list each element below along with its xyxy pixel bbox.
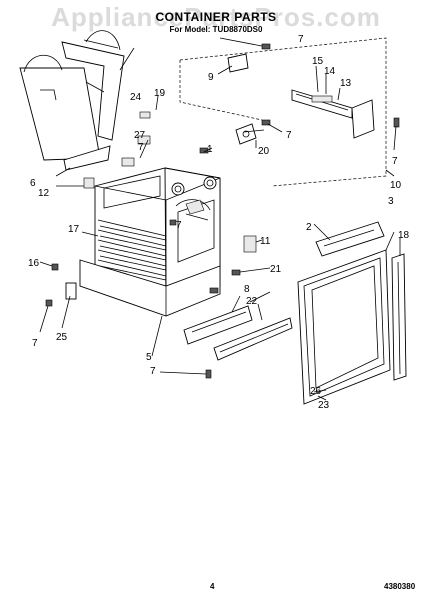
callout-11: 11	[260, 236, 271, 247]
callout-14: 14	[324, 66, 336, 77]
callout-27: 27	[134, 130, 146, 141]
door-panel-part	[297, 249, 407, 405]
callout-7a: 7	[138, 142, 144, 153]
fastener-parts-left	[45, 111, 151, 307]
callout-7d: 7	[32, 338, 38, 349]
diagram-subtitle: For Model: TUD8870DS0	[169, 25, 263, 34]
callout-1: 1	[207, 144, 213, 155]
door-handle-part	[315, 221, 385, 257]
compactor-bag-part	[19, 30, 125, 171]
callout-25: 25	[56, 332, 68, 343]
diagram-title: CONTAINER PARTS	[155, 10, 277, 24]
callout-5: 5	[146, 352, 152, 363]
callout-23: 23	[318, 400, 330, 411]
callout-19: 19	[154, 88, 166, 99]
callout-6: 6	[30, 178, 36, 189]
top-right-assembly	[179, 37, 400, 187]
callout-20: 20	[258, 146, 270, 157]
leader-lines	[39, 37, 401, 401]
cabinet-side-parts	[169, 119, 271, 379]
page-number: 4	[210, 582, 215, 591]
callout-10: 10	[390, 180, 402, 191]
callout-2: 2	[306, 222, 312, 233]
callout-17: 17	[68, 224, 80, 235]
document-number: 4380380	[384, 582, 416, 591]
container-cabinet-part	[79, 167, 221, 317]
callout-13: 13	[340, 78, 352, 89]
callout-7g: 7	[392, 156, 398, 167]
watermark: AppliancePartsPros.com	[51, 2, 381, 32]
callout-15: 15	[312, 56, 324, 67]
callout-9: 9	[208, 72, 214, 83]
callout-7e: 7	[150, 366, 156, 377]
callout-22: 22	[246, 296, 258, 307]
callout-7f: 7	[298, 34, 304, 45]
callout-16: 16	[28, 258, 40, 269]
callout-18: 18	[398, 230, 410, 241]
callout-21: 21	[270, 264, 282, 275]
callout-7b: 7	[286, 130, 292, 141]
callout-3: 3	[388, 196, 394, 207]
callout-12: 12	[38, 188, 50, 199]
callout-8: 8	[244, 284, 250, 295]
callout-labels: 24 19 27 7 6 12 1 7 20 7 11 21 17 16 7 2…	[28, 34, 410, 411]
callout-26: 26	[310, 386, 322, 397]
callout-7c: 7	[176, 220, 182, 231]
callout-24: 24	[130, 92, 142, 103]
drawer-handle-part	[183, 305, 293, 361]
